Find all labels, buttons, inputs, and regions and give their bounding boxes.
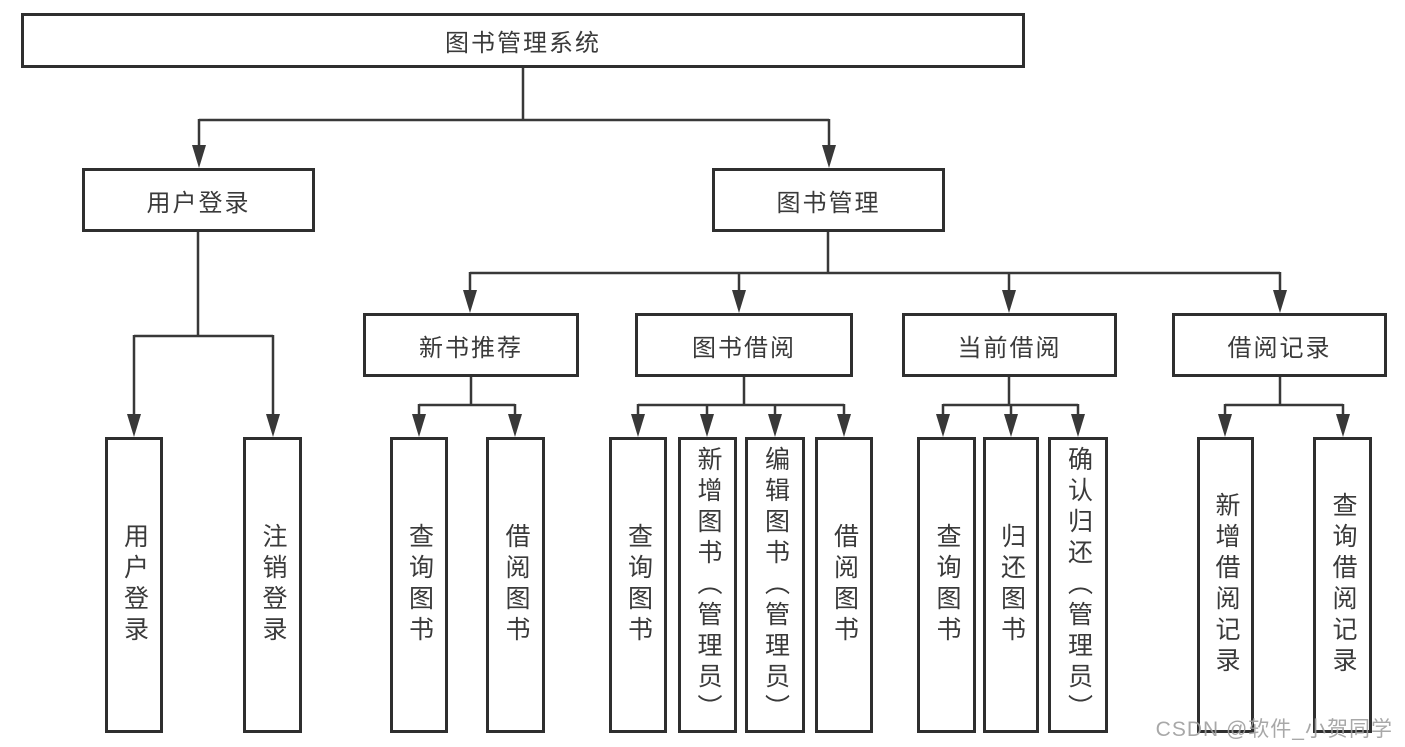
arrowhead (412, 414, 426, 437)
leaf-label: 借阅图书 (502, 523, 530, 647)
connector-userlogin-to-leaves (132, 232, 275, 418)
arrowhead (1071, 414, 1085, 437)
arrowhead (837, 414, 851, 437)
connector-newrec-to-leaves (417, 377, 517, 418)
leaf-label: 确认归还（管理员） (1064, 445, 1093, 725)
arrowhead (1004, 414, 1018, 437)
node-current-borrowing: 当前借阅 (902, 313, 1117, 377)
leaf-label: 编辑图书（管理员） (761, 445, 790, 725)
node-borrowing-records: 借阅记录 (1172, 313, 1387, 377)
node-book-borrowing: 图书借阅 (635, 313, 853, 377)
arrowhead (508, 414, 522, 437)
leaf-query-borrow-record: 查询借阅记录 (1313, 437, 1372, 733)
connector-root-to-level2 (197, 68, 831, 150)
leaf-logout: 注销登录 (243, 437, 302, 733)
connector-current-to-leaves (941, 377, 1080, 418)
leaf-label: 查询图书 (933, 523, 961, 647)
leaf-confirm-return-admin: 确认归还（管理员） (1048, 437, 1108, 733)
leaf-query-books: 查询图书 (917, 437, 976, 733)
node-book-management: 图书管理 (712, 168, 945, 232)
leaf-label: 查询图书 (624, 523, 653, 647)
leaf-label: 注销登录 (259, 523, 287, 647)
arrowhead (1336, 414, 1350, 437)
node-user-login: 用户登录 (82, 168, 315, 232)
leaf-label: 新增借阅记录 (1212, 492, 1240, 678)
leaf-borrow-books: 借阅图书 (486, 437, 545, 733)
node-new-book-recommend: 新书推荐 (363, 313, 579, 377)
arrowhead (1002, 290, 1016, 313)
leaf-return-books: 归还图书 (983, 437, 1039, 733)
leaf-label: 用户登录 (120, 523, 149, 647)
arrowhead (192, 145, 206, 168)
arrowhead (463, 290, 477, 313)
arrowhead (1273, 290, 1287, 313)
leaf-label: 归还图书 (997, 523, 1026, 647)
leaf-query-books: 查询图书 (609, 437, 667, 733)
arrowhead (936, 414, 950, 437)
arrowheads (127, 145, 1350, 437)
leaf-label: 查询图书 (405, 523, 434, 647)
connector-borrow-to-leaves (636, 377, 846, 418)
connector-records-to-leaves (1223, 377, 1345, 418)
arrowhead (822, 145, 836, 168)
arrowhead (631, 414, 645, 437)
connector-bookmgmt-to-level3 (468, 232, 1282, 294)
leaf-label: 新增图书（管理员） (694, 445, 722, 725)
node-library-management-system: 图书管理系统 (21, 13, 1025, 68)
leaf-edit-books-admin: 编辑图书（管理员） (745, 437, 805, 733)
arrowhead (1218, 414, 1232, 437)
arrowhead (266, 414, 280, 437)
arrowhead (768, 414, 782, 437)
leaf-add-books-admin: 新增图书（管理员） (678, 437, 737, 733)
leaf-label: 借阅图书 (830, 523, 859, 647)
leaf-user-login: 用户登录 (105, 437, 163, 733)
leaf-add-borrow-record: 新增借阅记录 (1197, 437, 1254, 733)
arrowhead (732, 290, 746, 313)
leaf-label: 查询借阅记录 (1329, 492, 1357, 678)
leaf-borrow-books: 借阅图书 (815, 437, 873, 733)
arrowhead (700, 414, 714, 437)
csdn-watermark: CSDN @软件_小贺同学 (1155, 718, 1393, 741)
arrowhead (127, 414, 141, 437)
leaf-query-books: 查询图书 (390, 437, 448, 733)
